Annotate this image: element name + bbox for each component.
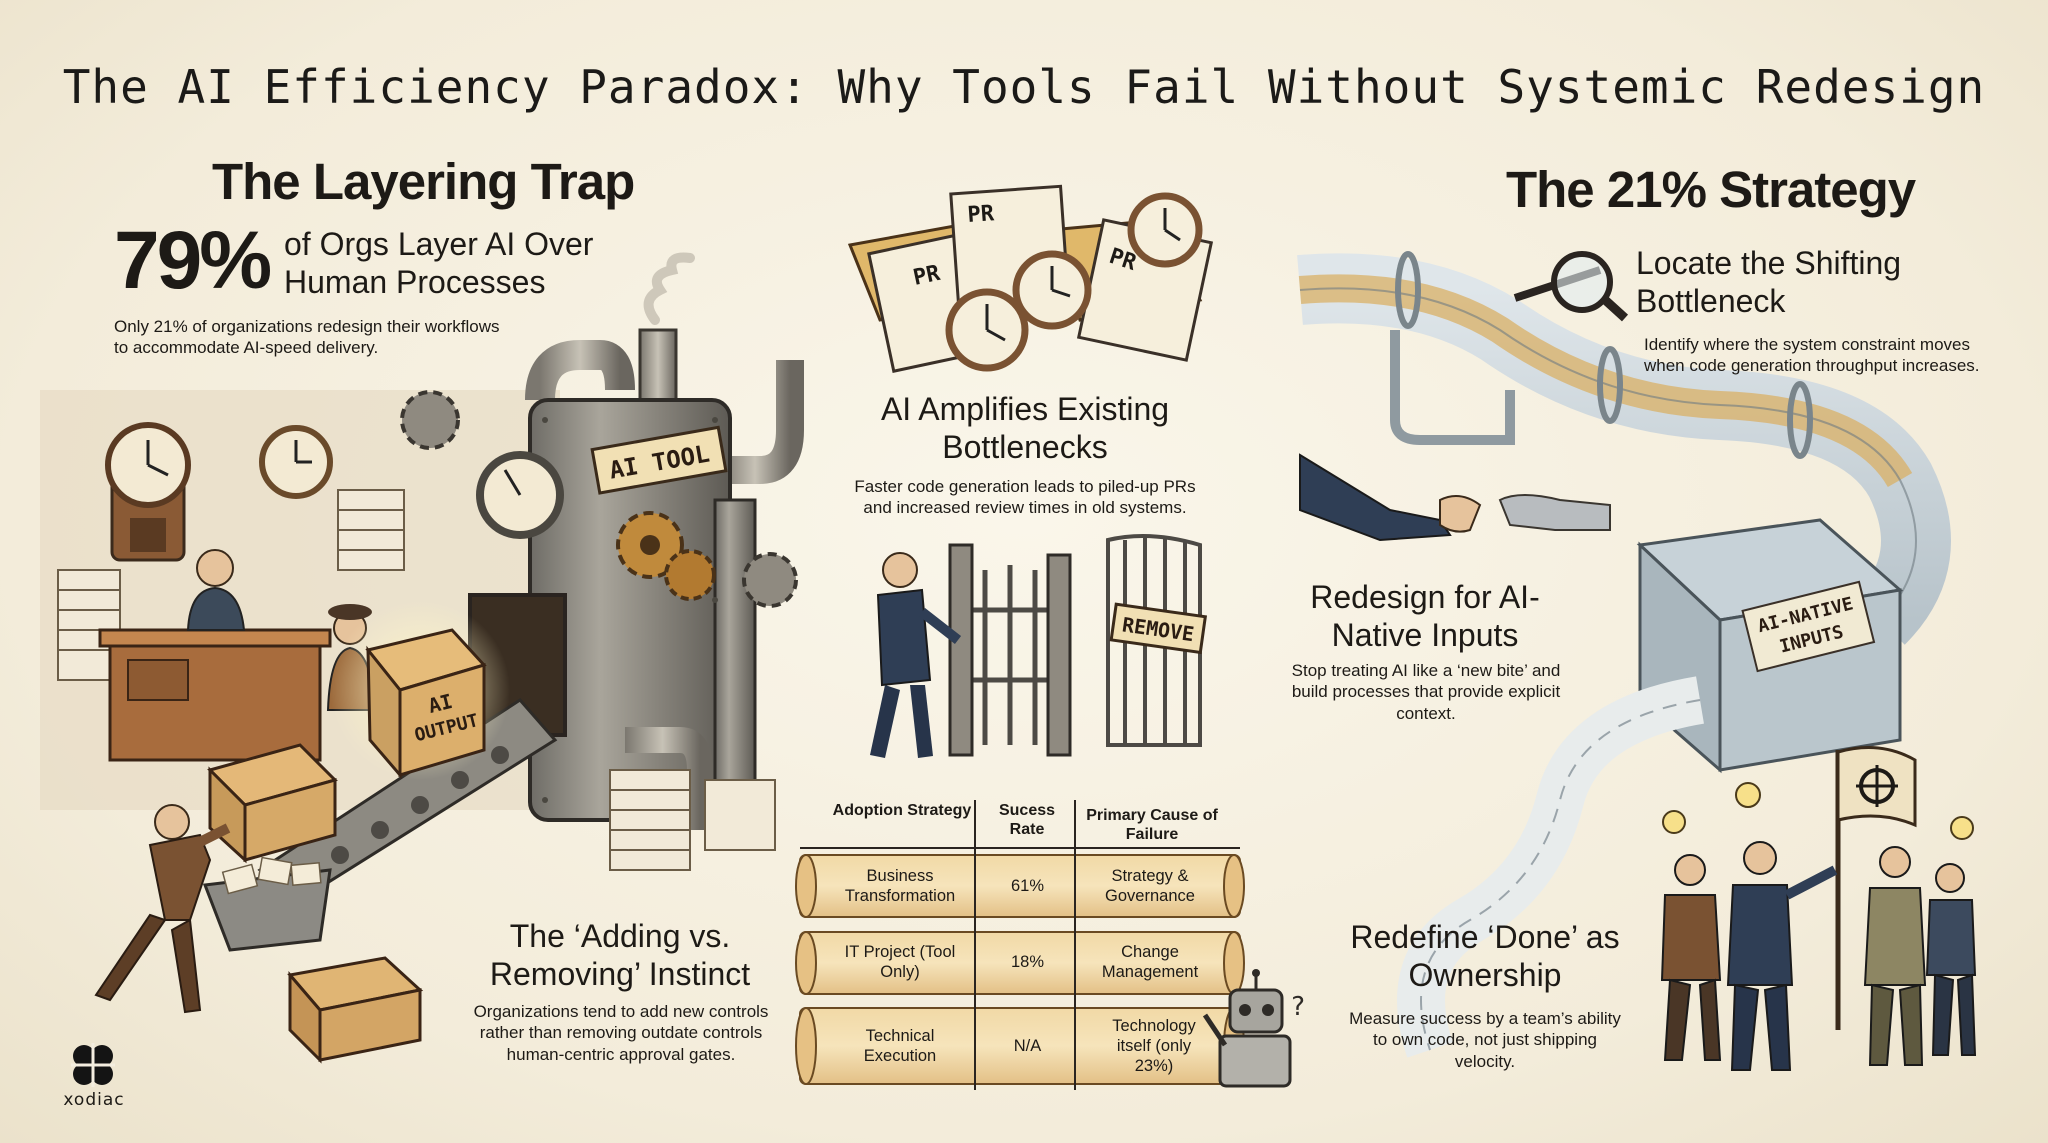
layering-note-line2: to accommodate AI-speed delivery.: [114, 338, 379, 358]
strategy-21-heading: The 21% Strategy: [1506, 161, 1916, 218]
redefine-title: Redefine ‘Done’ as Ownership: [1330, 918, 1640, 995]
table-header-strategy: Adoption Strategy: [832, 802, 972, 819]
redefine-text-line1: Measure success by a team’s ability: [1349, 1009, 1621, 1028]
target-icon: [1856, 765, 1898, 807]
redefine-title-line2: Ownership: [1408, 957, 1562, 994]
locate-title: Locate the Shifting Bottleneck: [1636, 244, 1901, 321]
ai-output-box: AI OUTPUT: [330, 600, 510, 780]
redesign-text-line2: build processes that provide explicit: [1291, 682, 1561, 702]
ai-tool-machine: AI TOOL: [400, 252, 804, 830]
instinct-title-line2: Removing’ Instinct: [489, 956, 751, 993]
page-title: The AI Efficiency Paradox: Why Tools Fai…: [62, 60, 1986, 114]
table-row-3-strategy: Technical Execution: [863, 1027, 937, 1065]
robot-figure: ?: [1202, 969, 1306, 1088]
worker-pushing-box-figure: [94, 804, 231, 1014]
locate-text-line2: when code generation throughput increase…: [1644, 356, 1980, 376]
amplify-text-line1: Faster code generation leads to piled-up…: [854, 477, 1196, 496]
locate-title-line2: Bottleneck: [1636, 283, 1786, 320]
table-row-3-cause: Technology itself (only 23%): [1112, 1017, 1196, 1075]
redesign-text: Stop treating AI like a ‘new bite’ and b…: [1276, 660, 1576, 724]
pr-pile-illustration: PR PR PR: [847, 184, 1214, 373]
brand-name: xodiac: [63, 1090, 125, 1110]
redefine-text-line2: to own code, not just shipping: [1373, 1030, 1597, 1050]
stat-79-percent: 79%: [114, 215, 272, 306]
amplify-title: AI Amplifies Existing Bottlenecks: [840, 390, 1210, 467]
pr-label-1: PR: [911, 261, 943, 291]
amplify-text-line2: and increased review times in old system…: [863, 498, 1187, 518]
table-row-2-cause: Change Management: [1101, 943, 1199, 981]
clover-logo-icon: [71, 1043, 115, 1087]
table-row-3-rate: N/A: [1013, 1037, 1042, 1056]
amplify-title-line2: Bottlenecks: [942, 429, 1108, 466]
paper-bin: [202, 856, 424, 1064]
ai-native-box: AI-NATIVE INPUTS: [1636, 518, 1904, 774]
team-ownership-illustration: [1660, 746, 1977, 1071]
code-stream-lines: [1420, 699, 1701, 1051]
table-scrolls: [795, 800, 1245, 1090]
pr-label-2: PR: [967, 201, 996, 228]
instinct-text-line2: rather than removing outdate controls: [479, 1023, 763, 1043]
wall-clock-small-icon: [259, 425, 333, 499]
instinct-text-line1: Organizations tend to add new controls: [473, 1002, 769, 1021]
instinct-text-line3: human-centric approval gates.: [506, 1044, 736, 1064]
box-label-line1: AI: [426, 689, 455, 718]
magnifying-glass-icon: [1513, 251, 1629, 322]
amplify-text: Faster code generation leads to piled-up…: [820, 476, 1230, 519]
instinct-title: The ‘Adding vs. Removing’ Instinct: [455, 917, 785, 994]
table-row-1-cause: Strategy & Governance: [1105, 867, 1195, 905]
stat-text-line2: Human Processes: [284, 264, 546, 301]
redesign-text-line1: Stop treating AI like a ‘new bite’ and: [1291, 661, 1561, 680]
table-header-rate: Sucess Rate: [998, 802, 1056, 839]
handshake-illustration: [1299, 453, 1611, 542]
table-row-1-strategy: Business Transformation: [844, 867, 956, 905]
stat-text-line1: of Orgs Layer AI Over: [284, 226, 594, 262]
instinct-text: Organizations tend to add new controls r…: [438, 1001, 804, 1065]
locate-title-line1: Locate the Shifting: [1636, 245, 1902, 281]
table-row-2-rate: 18%: [1010, 953, 1045, 972]
layering-note: Only 21% of organizations redesign their…: [114, 316, 500, 359]
pipeline-illustration: [1297, 251, 1951, 645]
redefine-title-line1: Redefine ‘Done’ as: [1350, 919, 1620, 955]
redesign-title-line1: Redesign for AI-: [1310, 579, 1540, 615]
layering-trap-heading: The Layering Trap: [212, 153, 635, 210]
office-desk: [98, 628, 332, 762]
paper-stack-right-icon: [609, 769, 776, 871]
code-stream: [1397, 676, 1705, 1058]
cardboard-box-icon: [207, 743, 338, 864]
robot-question-mark: ?: [1290, 992, 1306, 1022]
gate-removal-illustration: REMOVE: [870, 534, 1208, 758]
lightbulb-icon: [1662, 782, 1974, 840]
table-row-1-rate: 61%: [1010, 877, 1045, 896]
redefine-text: Measure success by a team’s ability to o…: [1335, 1008, 1635, 1072]
wall-clock-icon: [105, 422, 191, 562]
locate-text: Identify where the system constraint mov…: [1644, 334, 1980, 377]
locate-text-line1: Identify where the system constraint mov…: [1644, 335, 1970, 354]
redesign-title: Redesign for AI- Native Inputs: [1290, 578, 1560, 655]
office-worker-figure: [186, 549, 246, 631]
instinct-title-line1: The ‘Adding vs.: [509, 918, 731, 954]
redesign-title-line2: Native Inputs: [1331, 617, 1519, 654]
table-row-2-strategy: IT Project (Tool Only): [844, 943, 956, 981]
layering-note-line1: Only 21% of organizations redesign their…: [114, 317, 500, 336]
redesign-text-line3: context.: [1396, 703, 1456, 723]
redefine-text-line3: velocity.: [1454, 1051, 1516, 1071]
clock-icon: [945, 192, 1203, 372]
stat-description: of Orgs Layer AI Over Human Processes: [284, 225, 593, 302]
table-header-cause: Primary Cause of Failure: [1086, 807, 1218, 844]
amplify-title-line1: AI Amplifies Existing: [880, 391, 1170, 427]
gear-icon: [400, 390, 798, 608]
